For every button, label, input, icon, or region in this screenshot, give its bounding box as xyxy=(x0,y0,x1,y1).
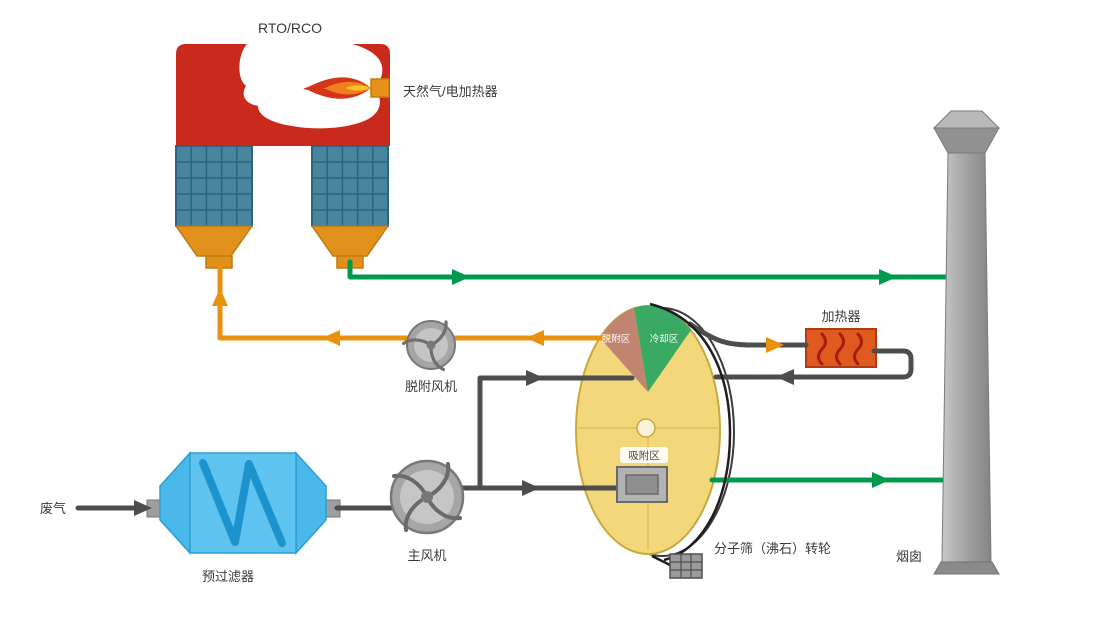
chimney-base xyxy=(933,561,1000,575)
chimney-label: 烟囱 xyxy=(896,549,922,564)
rto-label: RTO/RCO xyxy=(258,20,322,36)
hopper-right xyxy=(310,225,390,269)
pipe-wheel-to-heater xyxy=(687,321,809,348)
zone-desorption-label: 脱附区 xyxy=(602,333,631,345)
pipe-rto-to-chimney xyxy=(347,259,968,280)
main-fan-label: 主风机 xyxy=(407,548,446,563)
chimney-stack xyxy=(932,110,1001,575)
desorption-fan-icon xyxy=(401,320,456,372)
diagram-labels: RTO/RCO 天然气/电加热器 脱附风机 废气 预过滤器 主风机 加热器 分子… xyxy=(40,20,922,584)
arrow-orange-to-heater xyxy=(766,337,784,353)
arrow-gray-inlet xyxy=(134,500,152,516)
wheel-zone-desorption xyxy=(600,308,648,392)
pipe-fan-to-cooling xyxy=(477,375,635,491)
main-fan-icon xyxy=(389,459,465,535)
wheel-zone-cooling xyxy=(634,305,691,392)
drive-motor-icon xyxy=(669,553,703,579)
arrow-orange-left-2 xyxy=(322,330,340,346)
zone-adsorption-label: 吸附区 xyxy=(628,449,660,462)
heater-unit xyxy=(805,328,877,368)
heater-label: 加热器 xyxy=(821,309,860,324)
arrow-orange-up xyxy=(212,288,228,306)
rto-chamber-interior xyxy=(239,44,383,129)
chimney-cap-top xyxy=(932,110,1001,129)
zeolite-wheel xyxy=(575,305,735,557)
wheel-hub xyxy=(636,418,656,438)
rto-unit xyxy=(174,44,390,269)
zone-cooling-label: 冷却区 xyxy=(650,333,679,345)
arrow-green-right-3 xyxy=(872,472,890,488)
chimney-cap-bottom xyxy=(933,127,1000,154)
arrow-gray-cooling xyxy=(526,370,544,386)
prefilter-zigzag-media xyxy=(199,459,286,547)
zone-adsorption-label-bg xyxy=(620,447,668,463)
flow-arrows xyxy=(134,269,897,516)
arrow-gray-return-left xyxy=(776,369,794,385)
arrow-gray-adsorption xyxy=(522,480,540,496)
prefilter-unit xyxy=(146,451,341,555)
wheel-label: 分子筛（沸石）转轮 xyxy=(714,541,831,556)
prefilter-label: 预过滤器 xyxy=(202,569,254,584)
flow-pipes xyxy=(75,259,968,511)
burner-label: 天然气/电加热器 xyxy=(403,84,498,99)
burner-nozzle xyxy=(370,78,390,98)
adsorption-duct xyxy=(616,466,668,503)
desorption-fan-label: 脱附风机 xyxy=(405,379,457,394)
ceramic-bed-left xyxy=(175,145,253,227)
heater-coils xyxy=(817,332,863,366)
arrow-orange-left-1 xyxy=(526,330,544,346)
waste-gas-label: 废气 xyxy=(40,501,66,516)
drive-belt xyxy=(649,302,732,562)
ceramic-bed-right xyxy=(311,145,389,227)
hopper-left xyxy=(174,225,254,269)
burner-flame-icon xyxy=(303,77,390,99)
wheel-drive xyxy=(649,302,732,579)
pipe-heater-to-wheel xyxy=(713,348,914,380)
arrow-green-right-2 xyxy=(879,269,897,285)
arrow-green-right-1 xyxy=(452,269,470,285)
